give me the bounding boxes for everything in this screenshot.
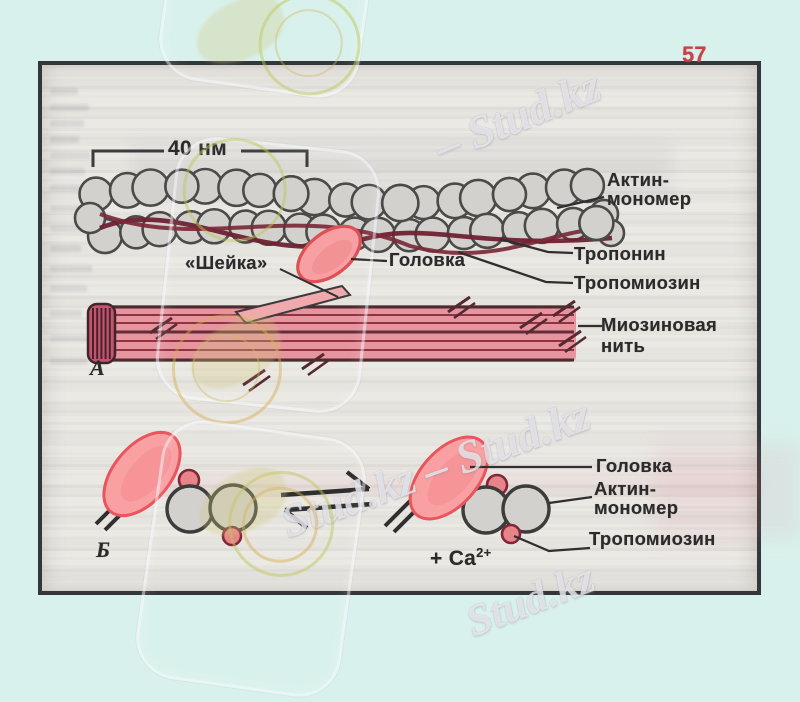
head-label-b: Головка (596, 455, 673, 476)
tropomyosin-label-b: Тропомиозин (589, 528, 716, 549)
muscle-filament-diagram (73, 149, 626, 553)
scale-40nm-label: 40 нм (168, 137, 227, 160)
panel-a-letter: А (90, 355, 105, 380)
calcium-label: + Ca2+ (430, 545, 492, 570)
page-number: 57 (682, 42, 707, 67)
panel-b-art (94, 430, 593, 553)
neck-label: «Шейка» (185, 252, 268, 273)
tropomyosin-label-a: Тропомиозин (574, 272, 701, 293)
actin-monomer-label-b: Актин-мономер (594, 478, 679, 518)
troponin-label: Тропонин (574, 243, 666, 264)
screenshot-stage: 40 нм «Шейка» Головка Актин-мономер Троп… (38, 0, 800, 702)
actin-monomer-label-a: Актин-мономер (607, 169, 692, 209)
panel-a-art (73, 149, 626, 393)
head-label-a: Головка (389, 249, 466, 270)
panel-b-letter: Б (96, 537, 111, 562)
